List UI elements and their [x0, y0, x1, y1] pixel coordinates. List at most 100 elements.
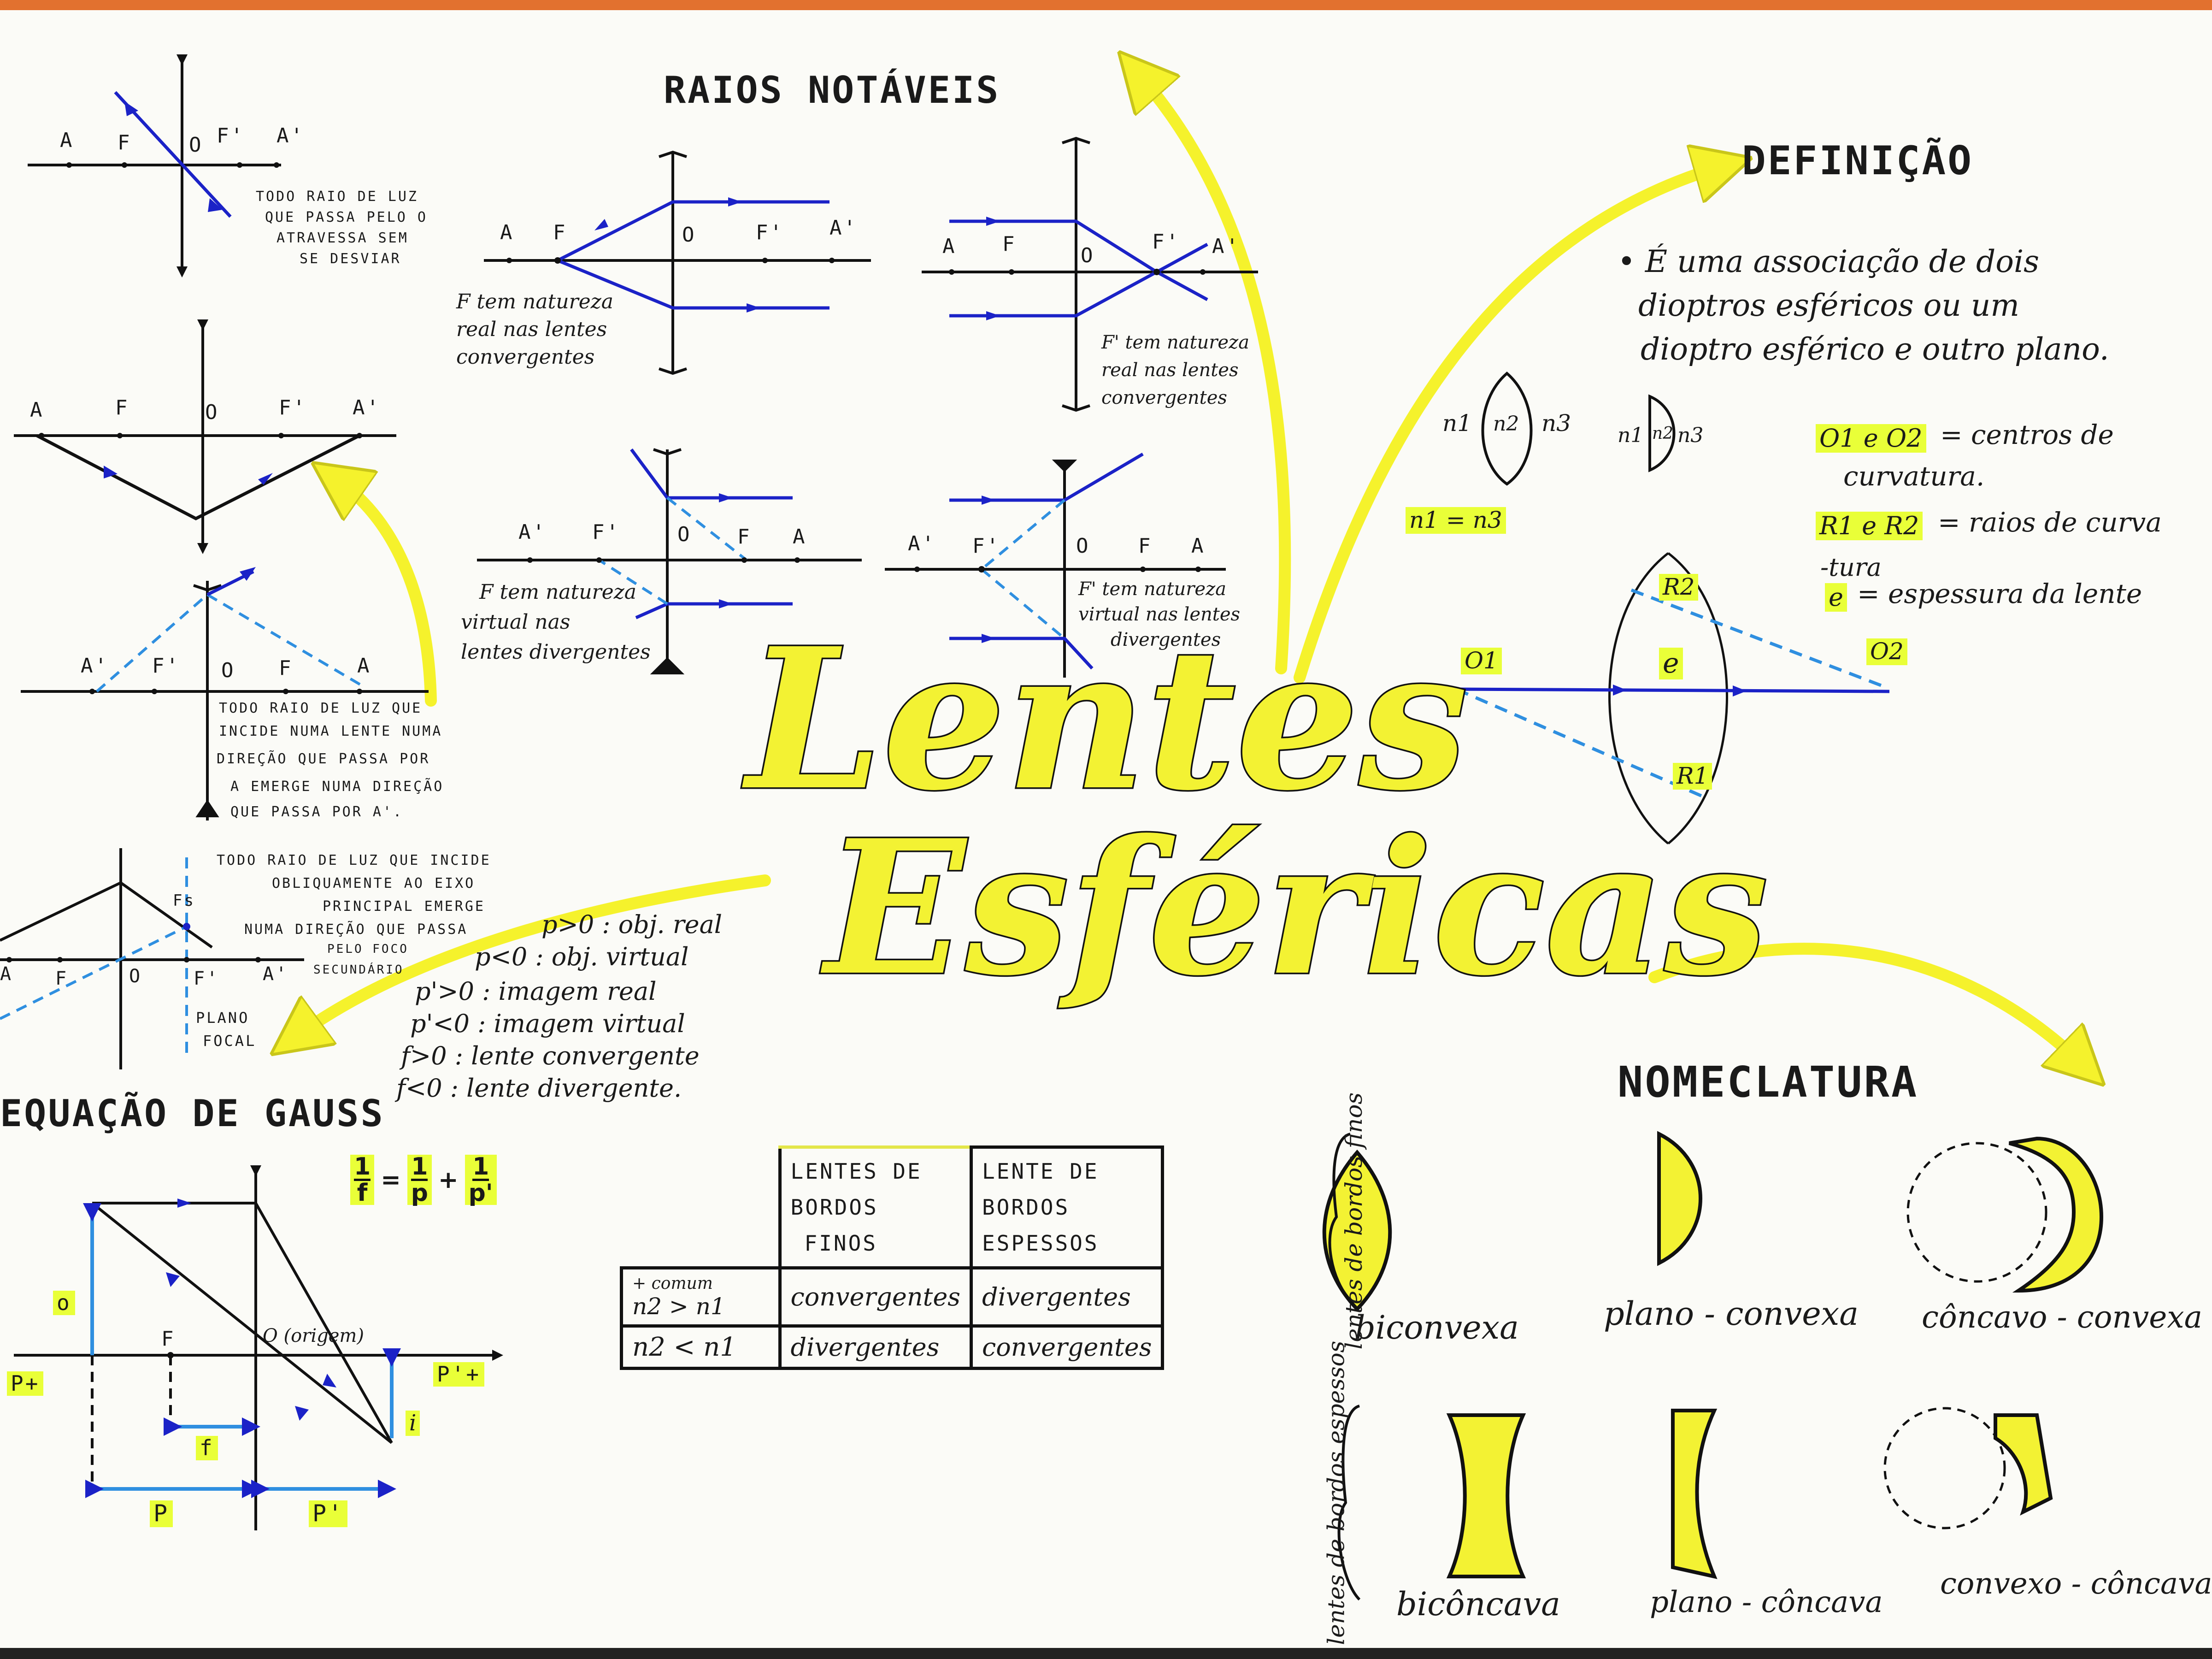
top-edge	[0, 0, 2212, 10]
left-d4-note-2: OBLIQUAMENTE AO EIXO	[272, 875, 476, 891]
row2-thick: convergentes	[969, 1324, 1165, 1370]
header-thin-1: LENTES DE	[790, 1159, 922, 1184]
raios-d4-ap: A'	[908, 532, 936, 555]
fig-r1: R1	[1673, 762, 1712, 790]
sign-rule-2: p<0 : obj. virtual	[475, 942, 689, 971]
header-thick-2: BORDOS	[982, 1195, 1070, 1220]
eq-r1: 1 p	[407, 1155, 432, 1205]
left-d3-o: O	[221, 659, 235, 682]
eq-plus: +	[438, 1166, 459, 1194]
gauss-label-pp-plus: P'+	[433, 1362, 485, 1387]
legend-key-e: e	[1825, 583, 1847, 612]
row1-head-1: + comum	[632, 1274, 713, 1293]
table-corner	[622, 1147, 780, 1268]
left-d1-ap: A'	[276, 124, 305, 148]
raios-d2-note-1: F' tem natureza	[1101, 332, 1250, 353]
left-diagram-1	[28, 54, 281, 277]
raios-d1-o: O	[682, 223, 696, 247]
sign-rule-5: f>0 : lente convergente	[401, 1041, 700, 1070]
definicao-heading: DEFINIÇÃO	[1742, 138, 1973, 184]
gauss-label-o: o	[53, 1291, 75, 1315]
left-d3-f: F	[279, 656, 293, 680]
nomenclatura-heading: NOMECLATURA	[1618, 1057, 1919, 1107]
legend-text-r-2: -tura	[1820, 553, 1882, 582]
eq-lhs-den: f	[357, 1179, 368, 1207]
raios-d3-a: A	[793, 525, 807, 549]
left-d4-note-4: NUMA DIREÇÃO QUE PASSA	[244, 921, 468, 938]
eq-r2-den: p'	[468, 1179, 493, 1207]
table-header-thin: LENTES DE BORDOS FINOS	[778, 1145, 973, 1269]
raios-d4-note-2: virtual nas lentes	[1078, 604, 1241, 625]
n3-label: n3	[1541, 410, 1571, 437]
eq-lhs: 1 f	[350, 1155, 375, 1207]
plano-focal-2: FOCAL	[203, 1032, 257, 1050]
raios-diagram-1	[484, 150, 871, 375]
sign-rule-6: f<0 : lente divergente.	[396, 1074, 682, 1103]
row1-head: + comum n2 > n1	[620, 1266, 782, 1328]
header-thin-3: FINOS	[804, 1231, 877, 1256]
fig-r2: R2	[1659, 573, 1699, 601]
raios-d4-note-1: F' tem natureza	[1078, 579, 1227, 600]
gauss-label-origin: O (origem)	[263, 1325, 364, 1346]
table-header-thick: LENTE DE BORDOS ESPESSOS	[969, 1145, 1165, 1269]
definicao-text-1: • É uma associação de dois	[1618, 244, 2040, 279]
left-d4-a: A	[0, 963, 13, 985]
left-d1-note-2: QUE PASSA PELO O	[265, 209, 428, 225]
lens-biconvexa: biconvexa	[1355, 1309, 1519, 1346]
left-diagram-3	[21, 567, 429, 821]
raios-d4-f: F	[1138, 534, 1153, 558]
lens-concavo-convexa: côncavo - convexa	[1922, 1299, 2202, 1335]
left-d4-fs: Fs	[173, 891, 195, 910]
header-thick-3: ESPESSOS	[982, 1231, 1099, 1256]
legend-text-o-2: curvatura.	[1843, 461, 1985, 492]
raios-d1-note-1: F tem natureza	[456, 290, 614, 313]
left-d3-note-1: TODO RAIO DE LUZ QUE	[219, 700, 423, 716]
row2-head: n2 < n1	[620, 1324, 782, 1370]
nomenclatura-shapes	[1322, 1131, 2104, 1579]
left-d3-note-4: A EMERGE NUMA DIREÇÃO	[230, 779, 444, 795]
plano-focal-1: PLANO	[196, 1009, 250, 1027]
raios-d1-fp: F'	[756, 221, 784, 244]
left-d2-ap: A'	[353, 396, 381, 419]
left-d3-ap: A'	[81, 654, 109, 678]
header-thick-1: LENTE DE	[982, 1159, 1099, 1184]
gauss-label-i: i	[406, 1410, 420, 1436]
eq-r1-num: 1	[411, 1153, 428, 1181]
left-d3-note-2: INCIDE NUMA LENTE NUMA	[219, 723, 443, 739]
fig-e: e	[1659, 648, 1683, 679]
left-diagram-4	[0, 848, 304, 1069]
raios-d4-a: A	[1191, 534, 1206, 558]
raios-d4-o: O	[1076, 534, 1090, 558]
eq-r2: 1 p'	[465, 1155, 497, 1205]
lens-plano-convexa: plano - convexa	[1604, 1295, 1859, 1333]
raios-d3-note-2: virtual nas	[461, 610, 571, 634]
left-d1-note-4: SE DESVIAR	[300, 251, 401, 267]
group-thick-label: lentes de bordos espessos	[1323, 1340, 1350, 1645]
raios-d2-o: O	[1081, 244, 1095, 267]
row1-head-2: n2 > n1	[632, 1293, 725, 1320]
table-row: n2 < n1 divergentes convergentes	[620, 1324, 1165, 1370]
nomenclatura-dashed	[1883, 1142, 2047, 1529]
eq-equals: =	[381, 1166, 401, 1194]
sign-rule-1: p>0 : obj. real	[541, 910, 723, 939]
gauss-equation: 1 f = 1 p + 1 p'	[350, 1155, 497, 1205]
left-d1-o: O	[189, 133, 203, 157]
raios-notaveis-heading: RAIOS NOTÁVEIS	[664, 69, 1000, 112]
legend-text-r: = raios de curva	[1938, 507, 2162, 538]
raios-d1-ap: A'	[830, 216, 858, 240]
raios-d3-note-1: F tem natureza	[479, 580, 637, 604]
definicao-text-3: dioptro esférico e outro plano.	[1641, 331, 2109, 367]
raios-d2-fp: F'	[1152, 230, 1180, 254]
legend-key-o: O1 e O2	[1816, 424, 1926, 453]
n1-label: n1	[1442, 410, 1472, 437]
sign-rule-3: p'>0 : imagem real	[415, 977, 657, 1006]
raios-d3-note-3: lentes divergentes	[461, 640, 651, 664]
lens-biconcava: bicôncava	[1396, 1585, 1560, 1623]
nomenclatura-braces	[1328, 1133, 1361, 1601]
row1-thin: convergentes	[778, 1266, 973, 1328]
definicao-text-2: dioptros esféricos ou um	[1638, 288, 2019, 323]
left-d4-ap: A'	[263, 963, 289, 985]
table-header-row: LENTES DE BORDOS FINOS LENTE DE BORDOS E…	[622, 1145, 1165, 1269]
raios-d2-f: F	[1002, 232, 1017, 256]
eq-r1-den: p	[411, 1179, 428, 1207]
